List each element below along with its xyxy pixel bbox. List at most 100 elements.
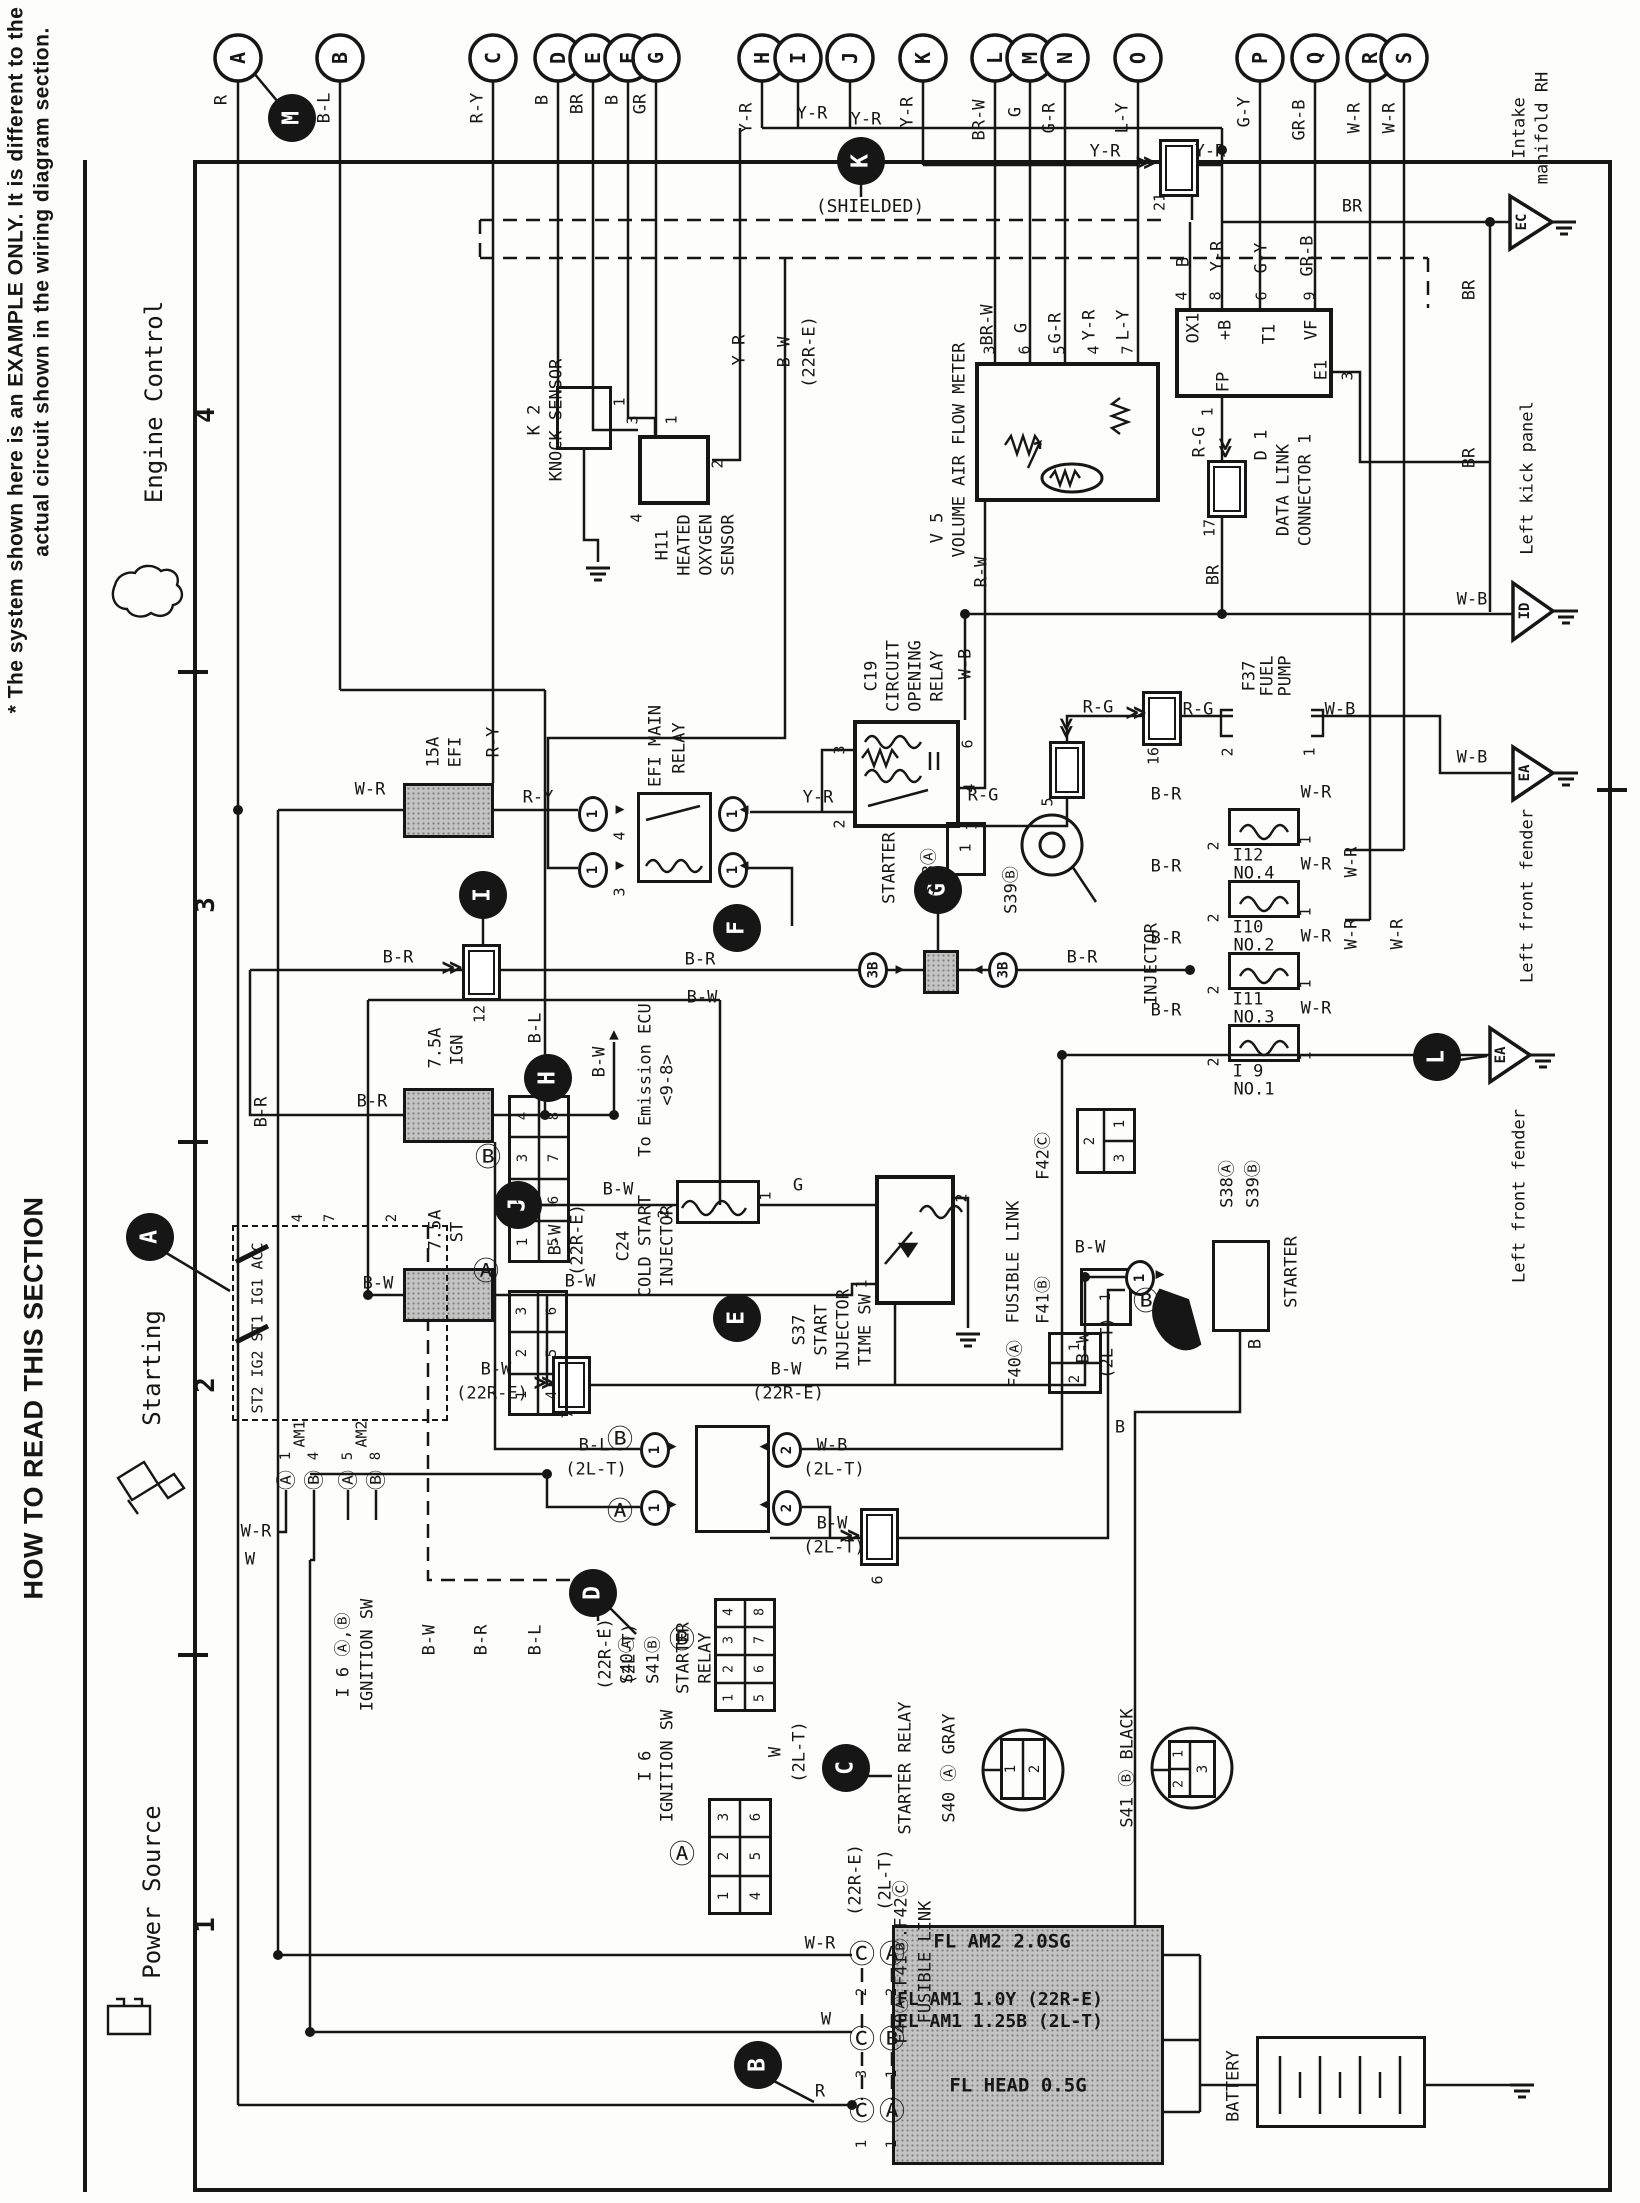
- wire: [867, 788, 929, 808]
- connector-grid-a2: [708, 1798, 772, 1915]
- text-label: S38Ⓐ: [1217, 1160, 1238, 1208]
- text-label: G: [792, 1175, 804, 1196]
- text-label: (2L-T): [619, 1623, 640, 1685]
- text-label: FL AM2 2.0SG: [933, 1930, 1071, 1953]
- wire: [1065, 714, 1148, 747]
- text-label: 2: [1204, 985, 1223, 995]
- text-label: 7: [322, 1213, 338, 1223]
- text-label: B-L: [525, 1012, 546, 1044]
- diode: [897, 1242, 919, 1259]
- connector-bs1-16: [1148, 697, 1176, 740]
- terminal-letter-O: O: [1126, 51, 1150, 65]
- junction-dot: [273, 1950, 283, 1960]
- text-label: B: [602, 94, 623, 106]
- text-label: H11: [652, 529, 673, 561]
- wire: [884, 1231, 913, 1265]
- wire: [545, 1474, 640, 1509]
- text-label: B-W: [419, 1624, 440, 1656]
- text-label: FUEL: [1257, 655, 1278, 697]
- text-label: G-R: [1039, 102, 1060, 134]
- text-label: ≫: [533, 1370, 555, 1394]
- ground-triangle-ea-1-label: EA: [1517, 764, 1533, 782]
- text-label: 1: [191, 1917, 221, 1933]
- text-label: I 9: [1232, 1061, 1264, 1082]
- text-label: 1: [1098, 1292, 1114, 1302]
- terminal-ring-A: [213, 33, 263, 83]
- ground-triangle-ea-2-label: EA: [1493, 1046, 1509, 1064]
- wire: [1133, 1332, 1242, 1927]
- wire: [645, 804, 701, 822]
- text-label: Ⓒ: [848, 2025, 876, 2055]
- text-label: R-G: [1082, 697, 1114, 718]
- text-label: B-L: [314, 92, 335, 124]
- text-label: 8: [546, 1111, 562, 1121]
- text-label: 3: [854, 2069, 870, 2079]
- text-label: S39Ⓑ: [1243, 1160, 1264, 1208]
- connector-b02-5: [1055, 747, 1079, 793]
- terminal-letter-K: K: [911, 51, 935, 65]
- callout-marker-D: [569, 1569, 617, 1617]
- fuse-7-5a-ign: [403, 1088, 494, 1143]
- terminal-letter-Q: Q: [1303, 51, 1327, 65]
- callout-letter-C: C: [832, 1761, 859, 1775]
- text-label: 8: [368, 1451, 384, 1461]
- text-label: Ⓒ: [848, 1940, 876, 1970]
- text-label: 3: [191, 897, 221, 913]
- oxygen-sensor-box: [638, 435, 710, 505]
- terminal-ring-I: [773, 33, 823, 83]
- oval-connector: 2: [772, 1490, 802, 1526]
- text-label: B-W: [1074, 1237, 1106, 1258]
- text-label: 4: [960, 783, 979, 793]
- text-label: CIRCUIT: [883, 640, 904, 712]
- junction-dot: [542, 1469, 552, 1479]
- callout-marker-F: [713, 904, 761, 952]
- oval-connector: 1: [640, 1432, 670, 1468]
- terminal-letter-L: L: [983, 51, 1007, 65]
- text-label: W: [820, 2009, 832, 2030]
- fuse-7-5a-st: [403, 1268, 494, 1322]
- text-label: (2L-T): [803, 1537, 865, 1558]
- text-label: C24: [613, 1230, 634, 1262]
- text-label: DATA LINK: [1273, 443, 1294, 537]
- text-label: 1: [278, 1451, 294, 1461]
- text-label: 3: [1338, 371, 1357, 381]
- text-label: B: [1245, 1338, 1266, 1350]
- text-label: F42Ⓒ: [1033, 1132, 1054, 1180]
- ground-triangle-ea-2: [1488, 1024, 1534, 1086]
- text-label: BR: [1203, 564, 1224, 586]
- text-label: Y-R: [802, 787, 834, 808]
- text-label: ▶: [615, 799, 625, 818]
- terminal-letter-A: A: [226, 51, 250, 65]
- callout-letter-I: I: [469, 888, 496, 902]
- text-label: BR-W: [977, 304, 998, 346]
- text-label: 2: [1027, 1764, 1043, 1774]
- text-label: I11: [1232, 989, 1264, 1010]
- text-label: FL AM1 1.25B (2L-T): [897, 2011, 1103, 2032]
- text-label: COLD START: [635, 1194, 656, 1298]
- efi-main-relay-box: [637, 792, 712, 883]
- text-label: ◀: [739, 855, 749, 874]
- terminal-letter-S: S: [1392, 51, 1416, 65]
- connector-ea1-12: [468, 950, 495, 995]
- callout-letter-H: H: [534, 1071, 561, 1085]
- text-label: PUMP: [1275, 655, 1296, 697]
- text-label: Ⓑ: [606, 1425, 634, 1455]
- text-label: manifold RH: [1532, 71, 1553, 185]
- text-label: FL AM1 1.0Y (22R-E): [897, 1989, 1103, 2010]
- text-label: W-R: [1387, 918, 1408, 950]
- text-label: R-Y: [467, 92, 488, 124]
- text-label: 4: [1172, 291, 1191, 301]
- oval-connector-label: 2: [779, 1445, 795, 1455]
- text-label: 1: [721, 1694, 737, 1702]
- text-label: 2: [708, 459, 727, 469]
- text-label: 7: [752, 1636, 768, 1644]
- s41-connector-cells: [1168, 1740, 1216, 1798]
- text-label: L-Y: [1112, 102, 1133, 134]
- text-label: G: [1005, 106, 1026, 118]
- text-label: FL HEAD 0.5G: [949, 2074, 1087, 2097]
- air-flow-meter-box: [975, 362, 1160, 502]
- text-label: 1: [956, 843, 975, 853]
- text-label: ◀: [759, 1494, 769, 1513]
- injector-no3-box: [1228, 952, 1300, 990]
